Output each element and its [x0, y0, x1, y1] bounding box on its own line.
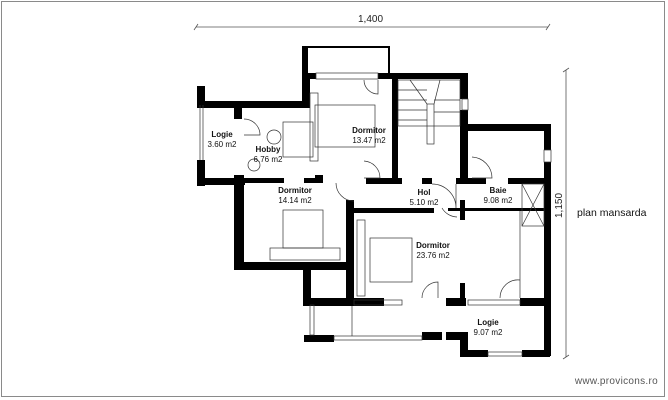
width-dimension-label: 1,400	[358, 14, 384, 25]
walls	[197, 46, 551, 357]
height-dimension-label: 1,150	[554, 192, 565, 218]
drawing-title: plan mansarda	[577, 207, 647, 219]
website-label: www.provicons.ro	[574, 376, 658, 387]
dimension-height-line	[562, 67, 570, 360]
fixtures	[199, 72, 552, 357]
dimension-width-line	[193, 23, 551, 31]
